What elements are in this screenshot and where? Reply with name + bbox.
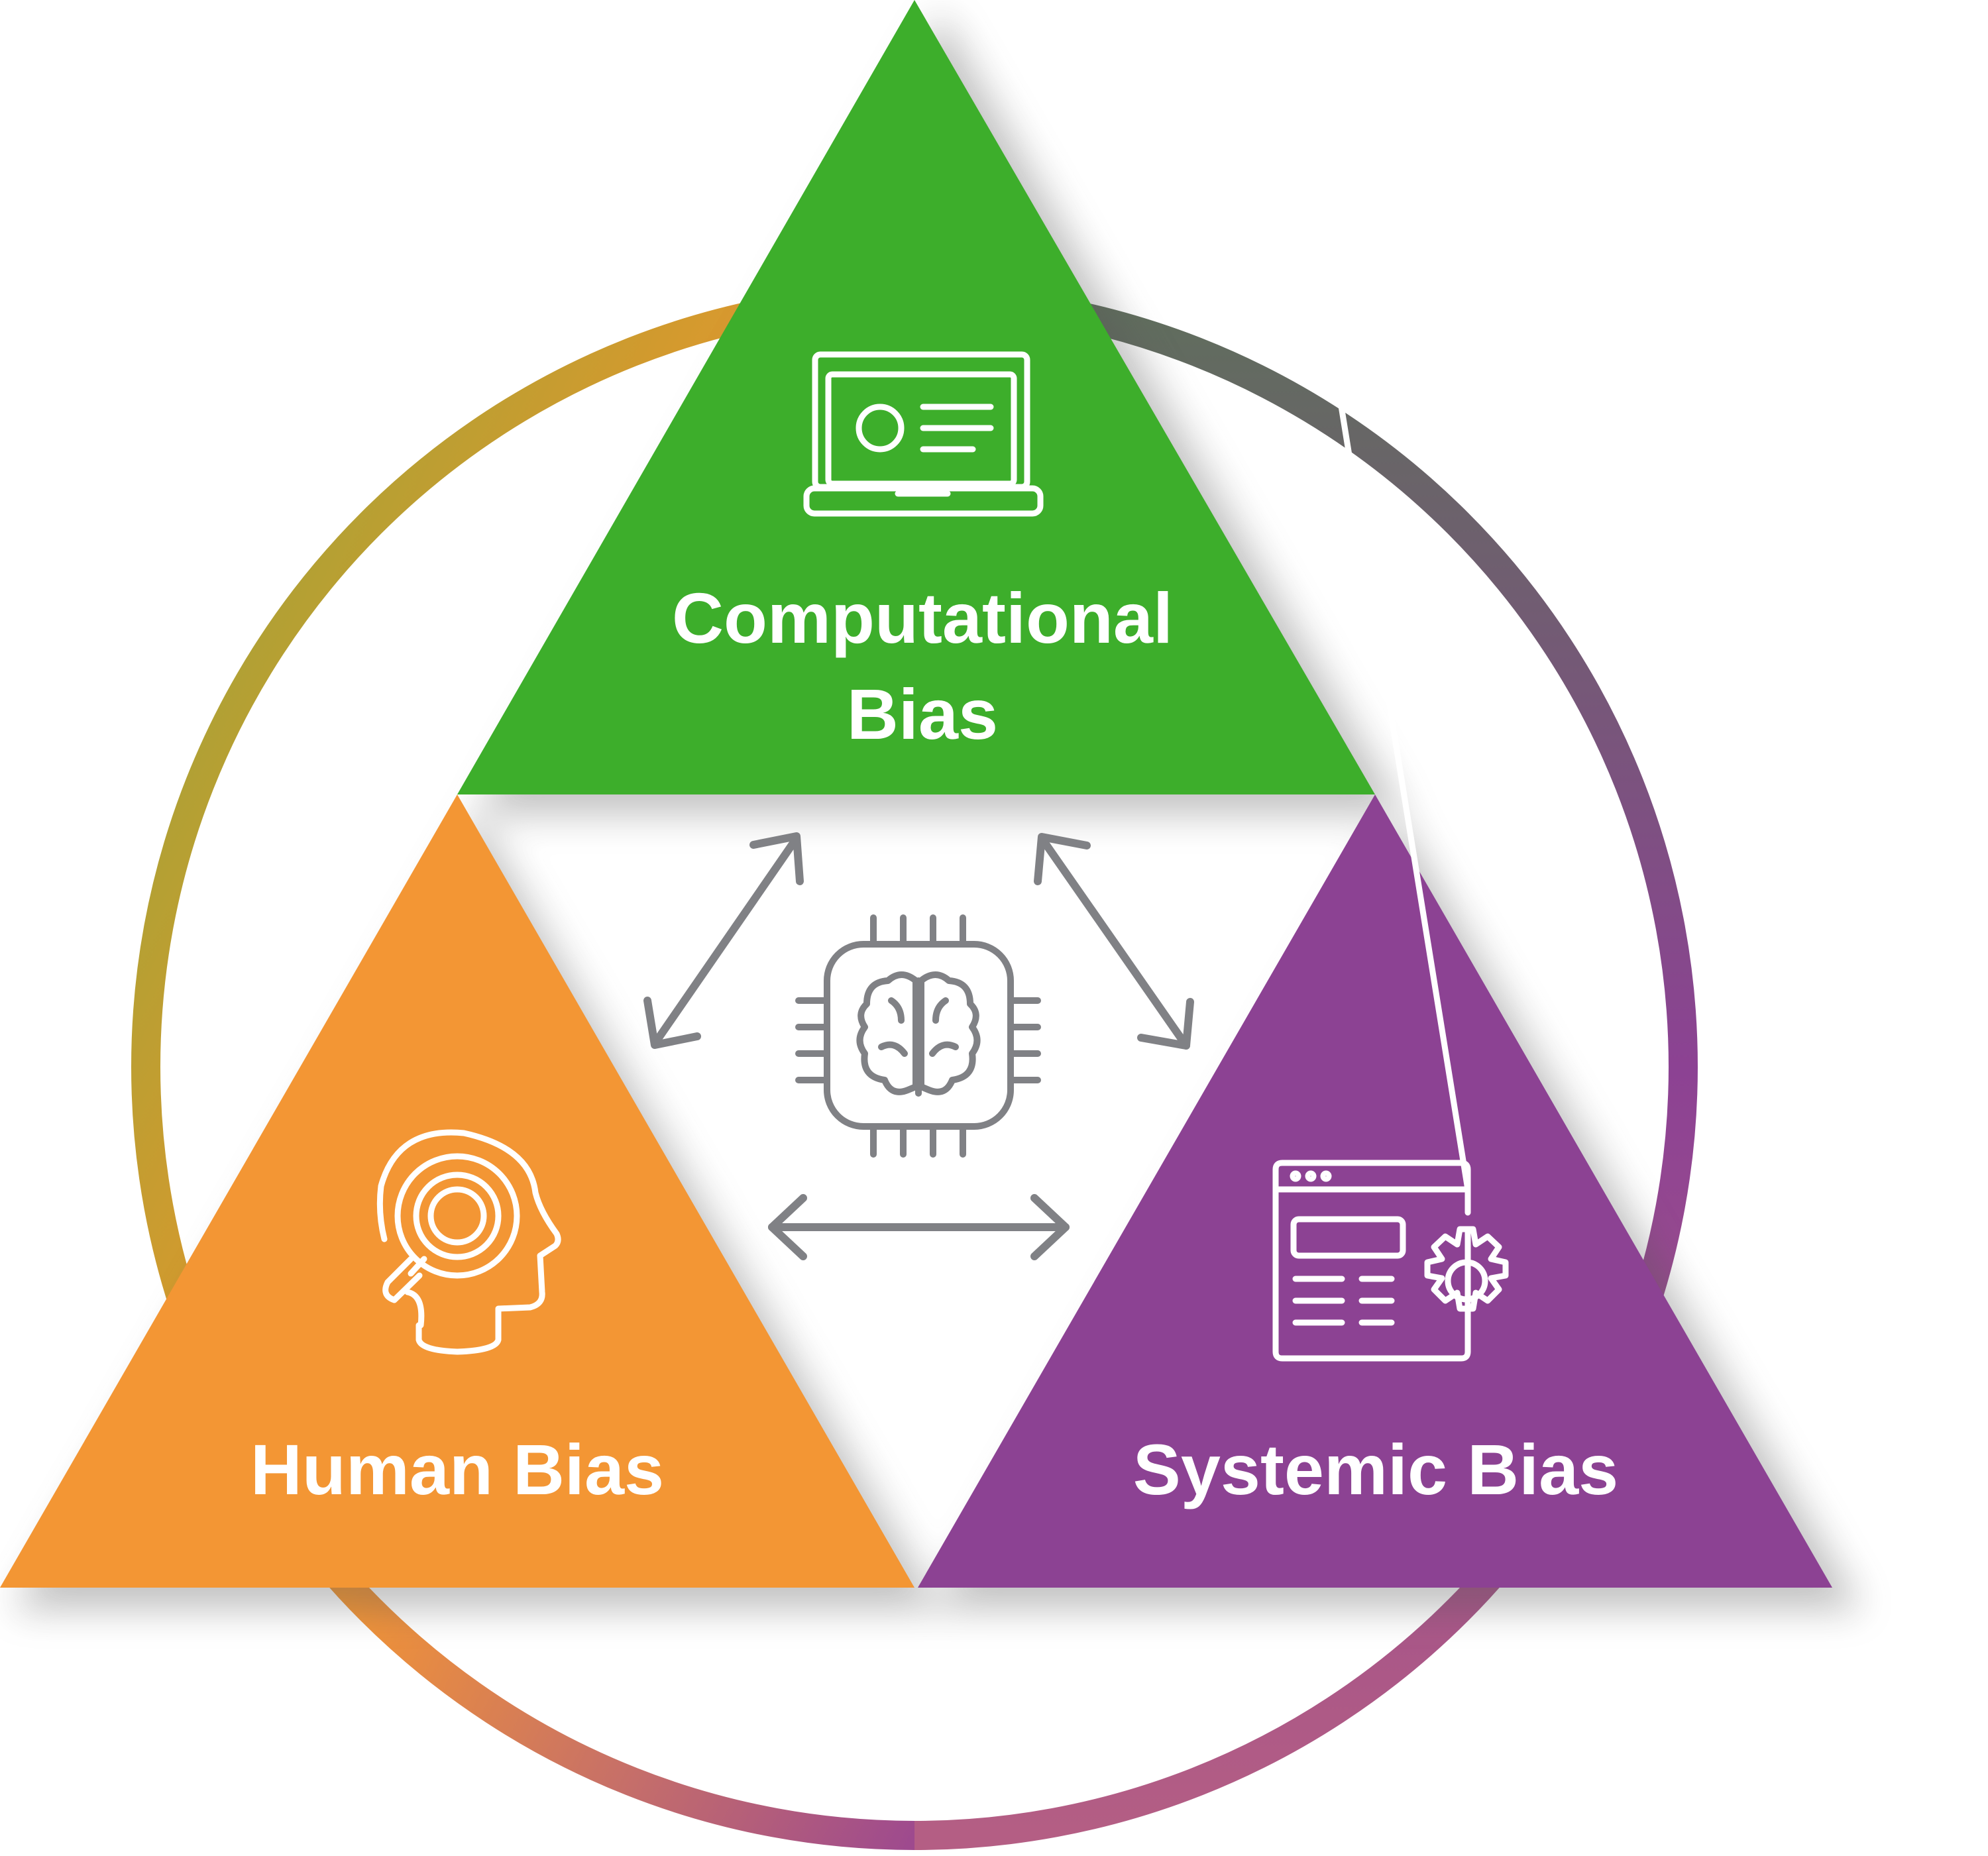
human-bias-label: Human Bias [250, 1429, 664, 1509]
laptop-icon [803, 351, 1044, 517]
brain-chip-icon [795, 914, 1041, 1158]
head-magnifier-icon [376, 1129, 561, 1355]
computational-label-line1: Computational [672, 578, 1173, 658]
outer-ring [131, 284, 1698, 1850]
systemic-bias-triangle: Systemic Bias [918, 0, 1832, 1588]
connector-arrows [643, 832, 1194, 1260]
arrow-human-systemic [768, 1194, 1070, 1260]
computational-bias-triangle: Computational Bias [457, 0, 1375, 794]
browser-gear-icon [1272, 0, 1509, 1362]
human-bias-triangle: Human Bias [0, 794, 914, 1588]
computational-label-line2: Bias [847, 674, 998, 754]
arrow-computational-systemic [1034, 833, 1194, 1050]
systemic-bias-label: Systemic Bias [1133, 1429, 1618, 1509]
arrow-computational-human [643, 832, 804, 1049]
computational-triangle-shape [457, 0, 1375, 794]
